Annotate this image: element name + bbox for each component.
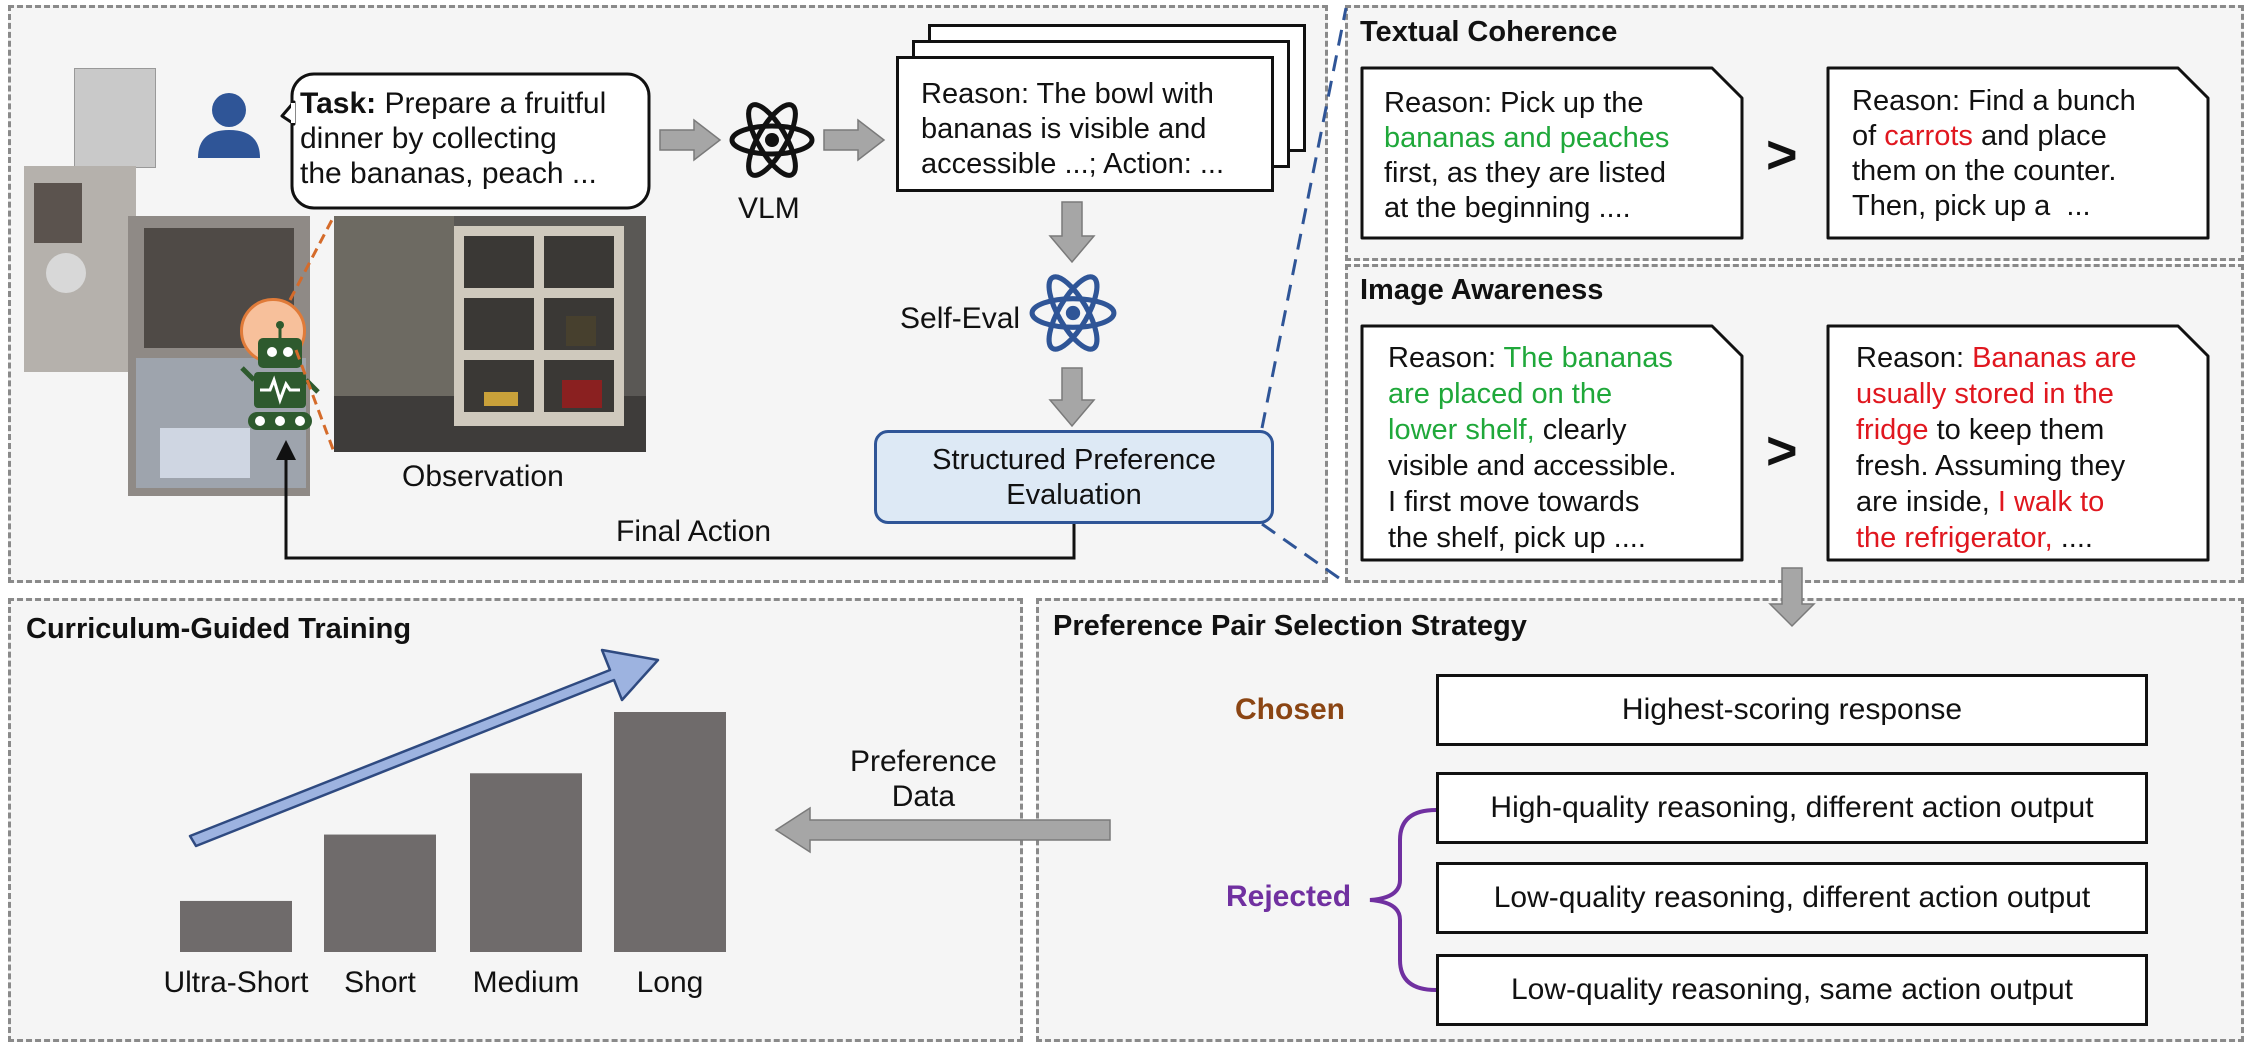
structured-evaluation-box: Structured Preference Evaluation xyxy=(874,430,1274,524)
bar-label-ultra-short: Ultra-Short xyxy=(163,966,309,999)
curriculum-bar-chart: Ultra-Short Short Medium Long xyxy=(163,712,726,999)
rejected-label: Rejected xyxy=(1226,880,1352,913)
rejected-item-3: Low-quality reasoning, same action outpu… xyxy=(1436,954,2148,1026)
task-line-1: Prepare a fruitful xyxy=(384,87,607,120)
curriculum-title: Curriculum-Guided Training xyxy=(26,613,412,645)
rejected-item-1: High-quality reasoning, different action… xyxy=(1436,772,2148,844)
ia-right-card-outline xyxy=(1826,324,2210,562)
chosen-item: Highest-scoring response xyxy=(1436,674,2148,746)
tc-left-line-2: bananas and peaches xyxy=(1384,122,1670,154)
tc-left-line-4: at the beginning .... xyxy=(1384,192,1631,224)
bar-medium xyxy=(470,773,582,952)
task-label: Task: xyxy=(300,87,377,120)
preference-data-line-1: Preference xyxy=(850,745,997,778)
ia-left-line-4: visible and accessible. xyxy=(1388,450,1677,482)
preference-data-line-2: Data xyxy=(891,780,956,813)
tc-right-line-2: of carrots and place xyxy=(1852,120,2107,152)
preference-data-label: Preference Data xyxy=(850,744,997,814)
tc-left-card: Reason: Pick up the bananas and peaches … xyxy=(1384,86,1669,226)
observation-label: Observation xyxy=(402,460,564,493)
tc-left-line-3: first, as they are listed xyxy=(1384,157,1667,189)
task-line-2: dinner by collecting xyxy=(300,122,557,155)
ia-compare-symbol: > xyxy=(1766,421,1798,481)
ia-right-line-3: fridge to keep them xyxy=(1856,414,2105,446)
ia-right-line-4: fresh. Assuming they xyxy=(1856,450,2126,482)
bar-label-medium: Medium xyxy=(473,966,580,999)
image-awareness-title: Image Awareness xyxy=(1360,274,1604,306)
final-action-label: Final Action xyxy=(616,515,772,548)
ia-left-card: Reason: The bananas are placed on the lo… xyxy=(1388,340,1677,556)
ia-left-line-6: the shelf, pick up .... xyxy=(1388,522,1646,554)
tc-right-line-3: them on the counter. xyxy=(1852,155,2117,187)
ia-left-line-5: I first move towards xyxy=(1388,486,1640,518)
user-icon xyxy=(198,93,260,158)
tc-left-card-outline xyxy=(1360,66,1744,240)
tc-right-card-outline xyxy=(1826,66,2210,240)
reason-line-1: Reason: The bowl with xyxy=(921,78,1214,110)
ia-right-line-6: the refrigerator, .... xyxy=(1856,522,2093,554)
structured-line-2: Evaluation xyxy=(1006,479,1142,511)
textual-coherence-title: Textual Coherence xyxy=(1360,16,1618,48)
robot-icon xyxy=(240,321,320,430)
bar-short xyxy=(324,834,436,952)
tc-left-line-1: Reason: Pick up the xyxy=(1384,87,1644,119)
tc-right-line-4: Then, pick up a ... xyxy=(1852,190,2091,222)
task-text: Task: Prepare a fruitful dinner by colle… xyxy=(300,86,606,191)
reason-line-2: bananas is visible and xyxy=(921,113,1207,145)
rejected-item-2: Low-quality reasoning, different action … xyxy=(1436,862,2148,934)
bar-ultra-short xyxy=(180,900,292,952)
tc-right-card: Reason: Find a bunch of carrots and plac… xyxy=(1852,84,2136,224)
self-eval-atom-icon xyxy=(1029,274,1117,352)
chosen-label: Chosen xyxy=(1235,693,1346,726)
self-eval-label: Self-Eval xyxy=(900,302,1021,335)
reason-card: Reason: The bowl with bananas is visible… xyxy=(896,56,1274,192)
ia-right-line-1: Reason: Bananas are xyxy=(1856,342,2137,374)
observation-image xyxy=(334,216,646,452)
ia-right-line-5: are inside, I walk to xyxy=(1856,486,2105,518)
reason-line-3: accessible ...; Action: ... xyxy=(921,148,1225,180)
selection-title: Preference Pair Selection Strategy xyxy=(1053,610,1527,642)
ia-left-line-3: lower shelf, clearly xyxy=(1388,414,1627,446)
ia-left-card-outline xyxy=(1360,324,1744,562)
task-bubble-outline xyxy=(280,72,651,210)
ia-right-line-2: usually stored in the xyxy=(1856,378,2114,410)
bar-label-long: Long xyxy=(637,966,704,999)
bar-label-short: Short xyxy=(344,966,416,999)
bar-long xyxy=(614,712,726,952)
vlm-label: VLM xyxy=(738,192,800,225)
tc-right-line-1: Reason: Find a bunch xyxy=(1852,85,2136,117)
vlm-atom-icon xyxy=(729,102,815,178)
tc-compare-symbol: > xyxy=(1766,125,1798,185)
ia-right-card: Reason: Bananas are usually stored in th… xyxy=(1856,340,2137,556)
ia-left-line-2: are placed on the xyxy=(1388,378,1613,410)
structured-line-1: Structured Preference xyxy=(932,444,1216,476)
task-line-3: the bananas, peach ... xyxy=(300,157,597,190)
ia-left-line-1: Reason: The bananas xyxy=(1388,342,1673,374)
